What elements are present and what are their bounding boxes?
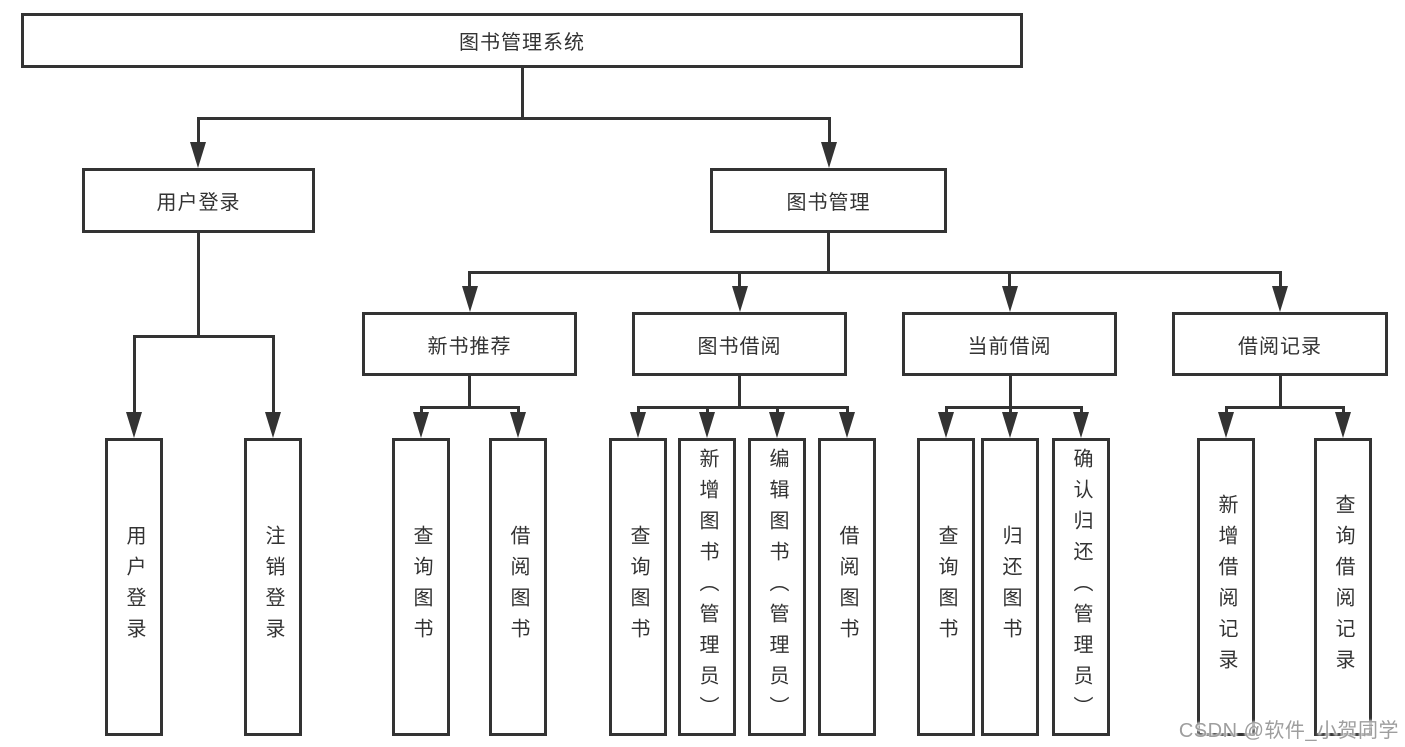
connector-drop xyxy=(516,406,520,414)
leaf-logout: 注销登录 xyxy=(244,438,302,736)
node-book-management: 图书管理 xyxy=(710,168,947,233)
connector-stem xyxy=(827,233,830,274)
node-library-system: 图书管理系统 xyxy=(21,13,1023,68)
connector-drop xyxy=(196,117,200,144)
arrow-down-icon xyxy=(461,286,478,312)
node-new-book-recommend: 新书推荐 xyxy=(362,312,577,376)
arrow-down-icon xyxy=(413,412,429,438)
arrow-down-icon xyxy=(1272,286,1288,312)
connector-bar xyxy=(636,406,849,409)
connector-bar xyxy=(944,406,1083,409)
connector-drop xyxy=(271,335,275,414)
connector-drop xyxy=(132,335,136,414)
connector-stem xyxy=(738,376,741,409)
arrow-down-icon xyxy=(1073,412,1089,438)
leaf-bb-query-book: 查询图书 xyxy=(609,438,667,736)
leaf-nb-borrow-book: 借阅图书 xyxy=(489,438,547,736)
connector-bar xyxy=(468,271,1282,274)
arrow-down-icon xyxy=(1001,286,1018,312)
node-user-login: 用户登录 xyxy=(82,168,315,233)
arrow-down-icon xyxy=(821,142,837,168)
connector-drop xyxy=(1341,406,1345,414)
leaf-cb-return-book: 归还图书 xyxy=(981,438,1039,736)
connector-drop xyxy=(705,406,709,414)
leaf-user-login: 用户登录 xyxy=(105,438,163,736)
connector-drop xyxy=(468,271,471,288)
connector-drop xyxy=(1079,406,1083,414)
leaf-br-query-record: 查询借阅记录 xyxy=(1314,438,1372,736)
leaf-bb-add-book-admin: 新增图书（管理员） xyxy=(678,438,736,736)
connector-stem xyxy=(1278,376,1282,409)
arrow-down-icon xyxy=(699,412,715,438)
watermark: CSDN @软件_小贺同学 xyxy=(1178,720,1399,742)
arrow-down-icon xyxy=(190,142,206,168)
leaf-cb-confirm-return-admin: 确认归还（管理员） xyxy=(1052,438,1110,736)
arrow-down-icon xyxy=(1335,412,1351,438)
connector-stem xyxy=(1008,376,1012,409)
connector-drop xyxy=(1224,406,1228,414)
connector-drop xyxy=(1278,271,1282,288)
connector-drop xyxy=(1008,271,1011,288)
connector-stem xyxy=(468,376,471,409)
connector-stem xyxy=(197,233,200,338)
leaf-nb-query-book: 查询图书 xyxy=(392,438,450,736)
connector-stem xyxy=(520,68,524,120)
node-book-borrow: 图书借阅 xyxy=(632,312,847,376)
connector-drop xyxy=(1008,406,1012,414)
arrow-down-icon xyxy=(630,412,646,438)
leaf-bb-edit-book-admin: 编辑图书（管理员） xyxy=(748,438,806,736)
connector-drop xyxy=(775,406,779,414)
arrow-down-icon xyxy=(265,412,281,438)
leaf-bb-borrow-book: 借阅图书 xyxy=(818,438,876,736)
arrow-down-icon xyxy=(1218,412,1234,438)
arrow-down-icon xyxy=(510,412,526,438)
arrow-down-icon xyxy=(1002,412,1018,438)
connector-drop xyxy=(944,406,948,414)
connector-bar xyxy=(132,335,275,338)
connector-drop xyxy=(827,117,831,144)
connector-drop xyxy=(419,406,423,414)
connector-bar xyxy=(196,117,831,120)
arrow-down-icon xyxy=(938,412,954,438)
node-current-borrow: 当前借阅 xyxy=(902,312,1117,376)
connector-bar xyxy=(1224,406,1345,409)
connector-bar xyxy=(419,406,520,409)
arrow-down-icon xyxy=(731,286,748,312)
arrow-down-icon xyxy=(839,412,855,438)
leaf-cb-query-book: 查询图书 xyxy=(917,438,975,736)
arrow-down-icon xyxy=(769,412,785,438)
connector-drop xyxy=(738,271,741,288)
connector-drop xyxy=(636,406,640,414)
node-borrow-record: 借阅记录 xyxy=(1172,312,1388,376)
connector-drop xyxy=(845,406,849,414)
arrow-down-icon xyxy=(126,412,142,438)
leaf-br-add-record: 新增借阅记录 xyxy=(1197,438,1255,736)
